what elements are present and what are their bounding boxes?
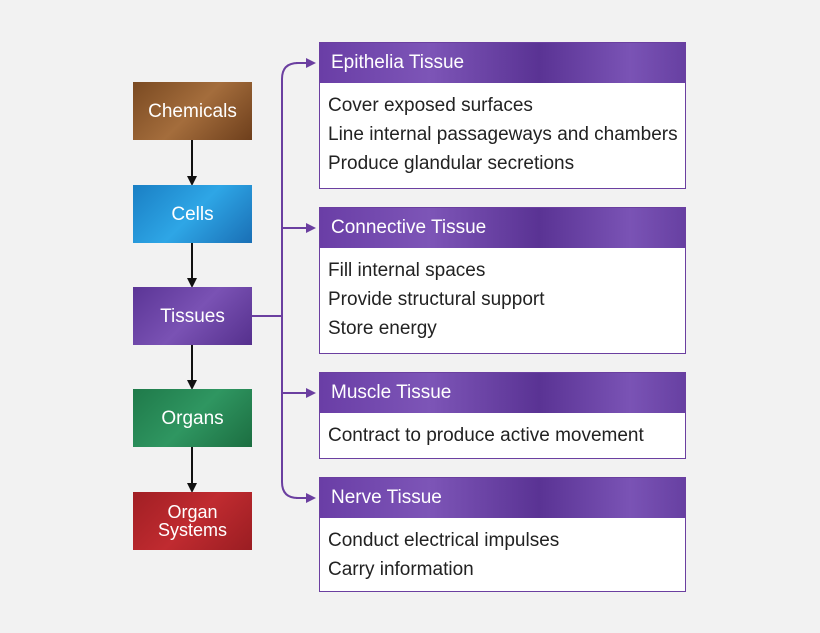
tissue-item: Contract to produce active movement xyxy=(328,425,644,446)
tissue-item: Carry information xyxy=(328,559,474,580)
tissue-header-muscle: Muscle Tissue xyxy=(320,373,685,413)
tissue-box-connective: Connective Tissue Fill internal spaces P… xyxy=(319,207,686,354)
tissue-items-epithelia: Cover exposed surfaces Line internal pas… xyxy=(320,83,685,184)
level-tissues-label: Tissues xyxy=(160,305,225,327)
tissue-items-muscle: Contract to produce active movement xyxy=(320,413,685,456)
tissue-items-connective: Fill internal spaces Provide structural … xyxy=(320,248,685,349)
tissue-item: Store energy xyxy=(328,318,437,339)
tissue-header-connective: Connective Tissue xyxy=(320,208,685,248)
tissue-box-nerve: Nerve Tissue Conduct electrical impulses… xyxy=(319,477,686,592)
tissue-item: Line internal passageways and chambers xyxy=(328,124,678,145)
tissue-item: Provide structural support xyxy=(328,289,545,310)
tissues-branch-trunk xyxy=(281,62,299,499)
level-organs-label: Organs xyxy=(161,407,224,429)
tissue-item: Fill internal spaces xyxy=(328,260,486,281)
tissue-item: Cover exposed surfaces xyxy=(328,95,533,116)
tissue-box-muscle: Muscle Tissue Contract to produce active… xyxy=(319,372,686,459)
level-tissues: Tissues xyxy=(133,287,252,345)
level-organ-systems: Organ Systems xyxy=(133,492,252,550)
tissue-item: Conduct electrical impulses xyxy=(328,530,560,551)
level-cells: Cells xyxy=(133,185,252,243)
level-organ-systems-label: Organ Systems xyxy=(157,502,227,540)
level-chemicals-label: Chemicals xyxy=(148,100,237,122)
level-chemicals: Chemicals xyxy=(133,82,252,140)
level-cells-label: Cells xyxy=(171,203,214,225)
level-organs: Organs xyxy=(133,389,252,447)
tissue-items-nerve: Conduct electrical impulses Carry inform… xyxy=(320,518,685,590)
tissue-box-epithelia: Epithelia Tissue Cover exposed surfaces … xyxy=(319,42,686,189)
tissue-header-epithelia: Epithelia Tissue xyxy=(320,43,685,83)
tissue-item: Produce glandular secretions xyxy=(328,153,575,174)
tissue-header-nerve: Nerve Tissue xyxy=(320,478,685,518)
